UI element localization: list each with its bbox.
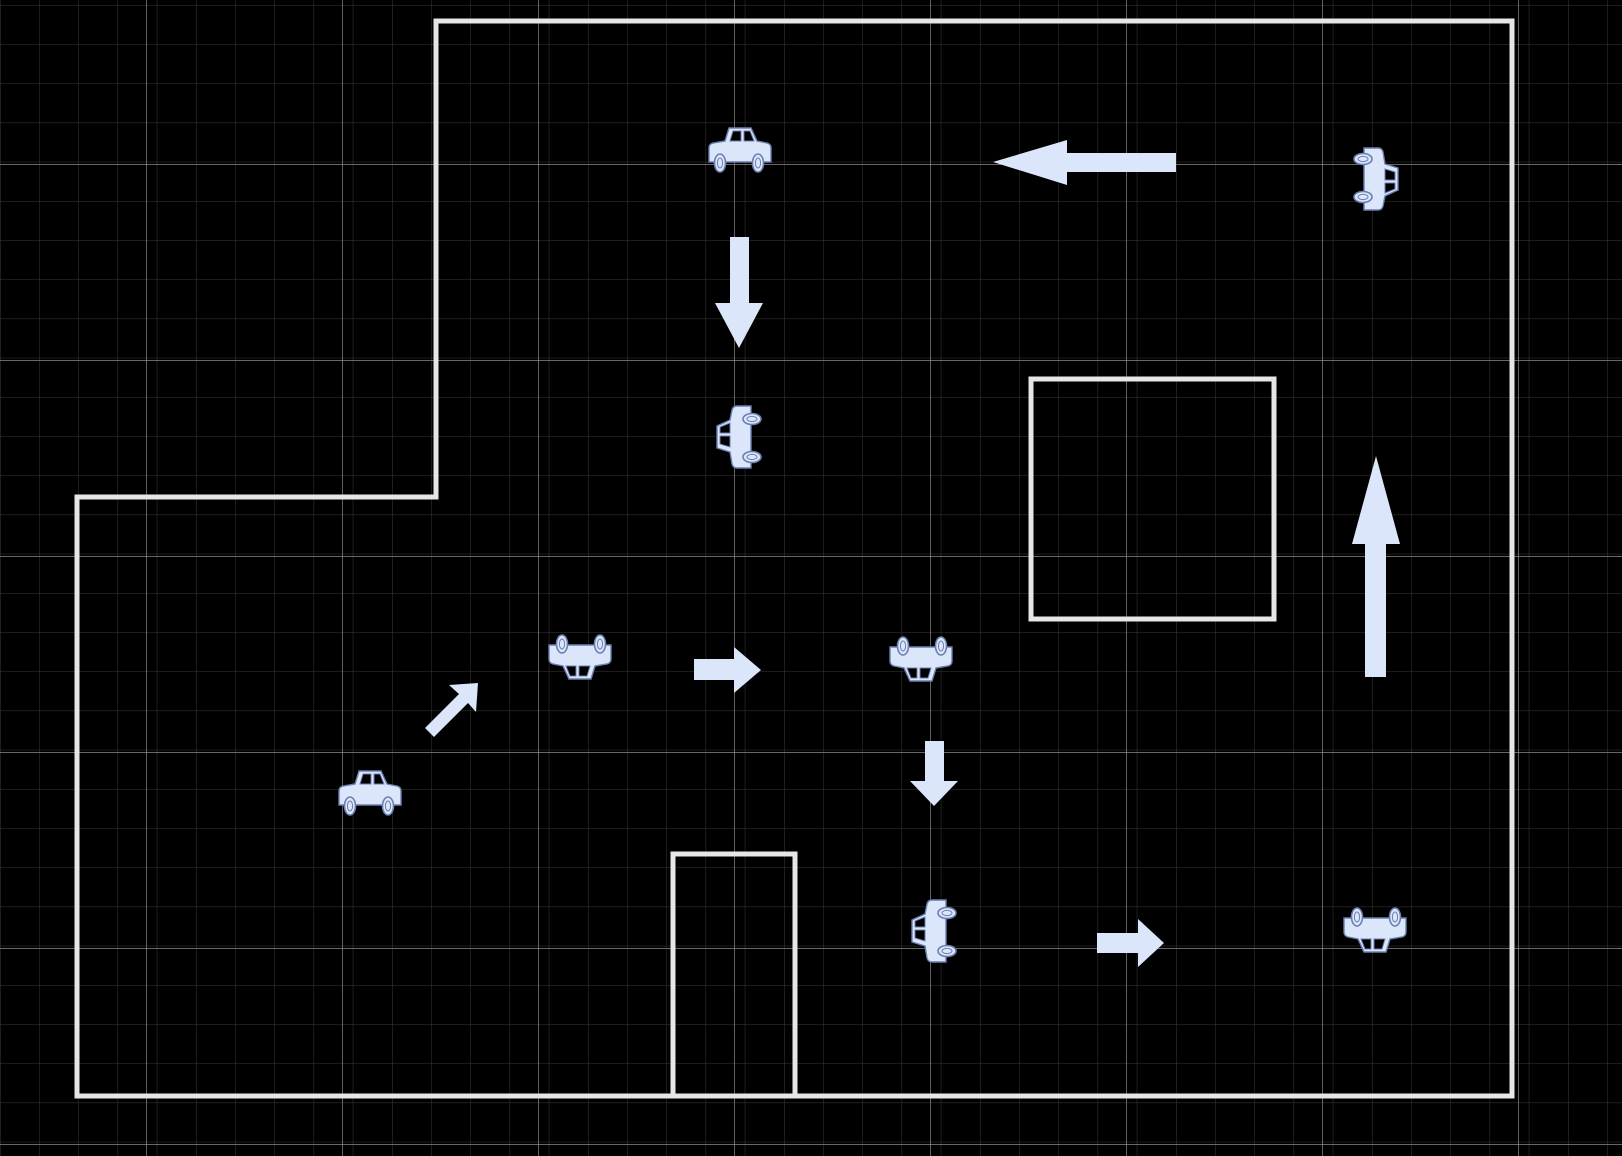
- arrow-top-down: [715, 237, 763, 348]
- doorway-nook-wall: [670, 851, 798, 1096]
- arrow-diagonal: [425, 683, 478, 737]
- arrows: [425, 140, 1400, 967]
- inner-obstacle-wall: [1028, 376, 1277, 622]
- arrow-mid-right: [694, 647, 761, 693]
- arrow-mid-down: [910, 741, 958, 806]
- walls: [74, 18, 1515, 1099]
- arrow-top-left: [993, 140, 1176, 185]
- arrow-bottom-right: [1097, 919, 1164, 967]
- outer-boundary-wall: [74, 18, 1515, 1099]
- arrow-right-up: [1352, 456, 1400, 677]
